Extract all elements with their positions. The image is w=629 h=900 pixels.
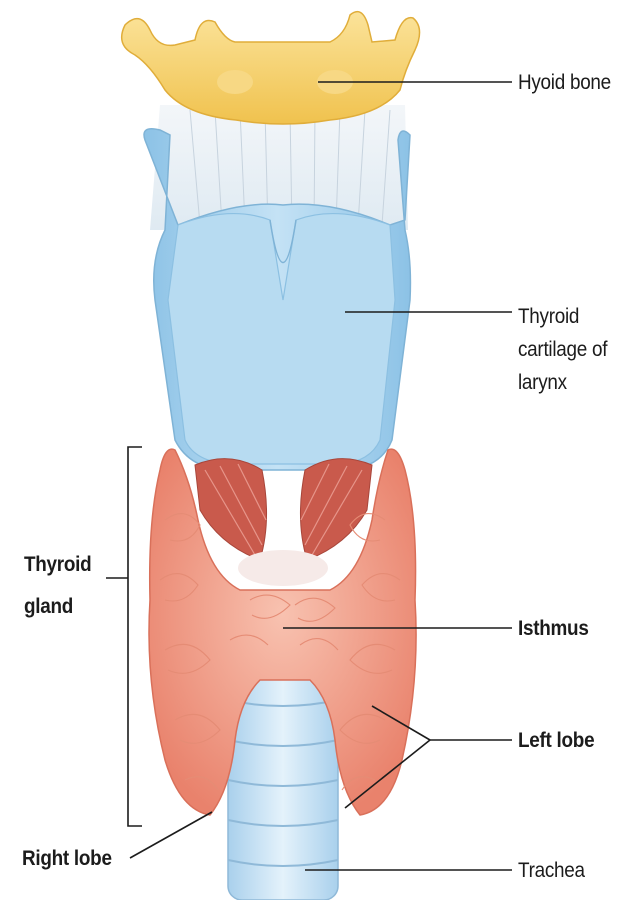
label-thyroid-cartilage: Thyroid cartilage of larynx bbox=[518, 300, 607, 399]
right-lobe-leader-line bbox=[130, 812, 212, 858]
label-trachea: Trachea bbox=[518, 858, 585, 883]
label-hyoid-bone: Hyoid bone bbox=[518, 70, 611, 95]
cricothyroid-muscle-left bbox=[300, 459, 372, 560]
thyroid-gland-bracket bbox=[128, 447, 142, 826]
label-isthmus: Isthmus bbox=[518, 616, 589, 641]
label-thyroid-gland: Thyroid gland bbox=[24, 544, 91, 628]
label-left-lobe: Left lobe bbox=[518, 728, 594, 753]
label-right-lobe: Right lobe bbox=[22, 846, 112, 871]
